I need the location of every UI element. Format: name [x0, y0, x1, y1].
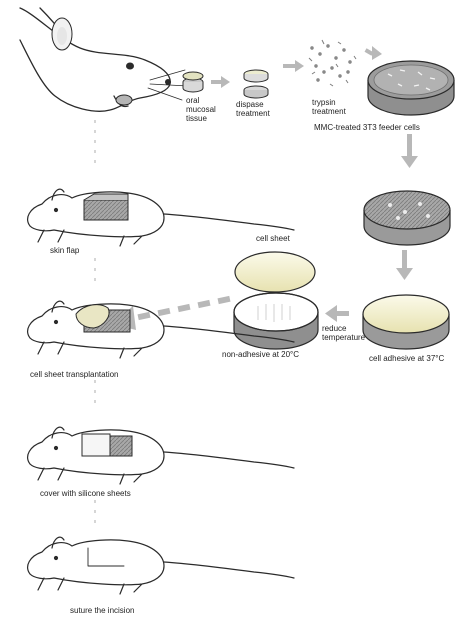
label-skin-flap: skin flap	[50, 246, 79, 255]
non-adhesive-dish-20c	[234, 293, 318, 349]
label-cell-sheet: cell sheet	[256, 234, 290, 243]
tissue-dish	[183, 72, 203, 92]
arrow-reduce-temperature	[325, 305, 349, 322]
label-feeder-cells: MMC-treated 3T3 feeder cells	[314, 123, 420, 132]
label-cell-sheet-transplantation: cell sheet transplantation	[30, 370, 119, 379]
dissociated-cells	[309, 40, 356, 86]
mouse-suture	[28, 537, 294, 594]
colony-dish	[364, 191, 450, 245]
dispase-dishes	[244, 70, 268, 98]
label-dispase-treatment: dispase treatment	[236, 100, 270, 118]
arrow-to-trypsin	[283, 60, 304, 72]
mouse-silicone	[28, 427, 294, 484]
label-cell-adhesive: cell adhesive at 37°C	[369, 354, 444, 363]
arrow-down-1	[401, 134, 418, 168]
arrow-down-2	[396, 250, 413, 280]
arrow-to-dispase	[211, 76, 230, 88]
feeder-dish	[368, 61, 454, 115]
label-non-adhesive: non-adhesive at 20°C	[222, 350, 299, 359]
label-oral-mucosal-tissue: oral mucosal tissue	[186, 96, 216, 123]
label-reduce-temperature: reduce temperature	[322, 324, 365, 342]
label-cover-silicone: cover with silicone sheets	[40, 489, 131, 498]
rat-head	[20, 8, 188, 111]
cell-sheet	[235, 252, 315, 292]
mouse-skin-flap	[28, 189, 294, 246]
label-trypsin-treatment: trypsin treatment	[312, 98, 346, 116]
label-suture-incision: suture the incision	[70, 606, 134, 615]
adhesive-dish-37c	[363, 295, 449, 349]
arrow-to-feeder	[365, 46, 382, 60]
